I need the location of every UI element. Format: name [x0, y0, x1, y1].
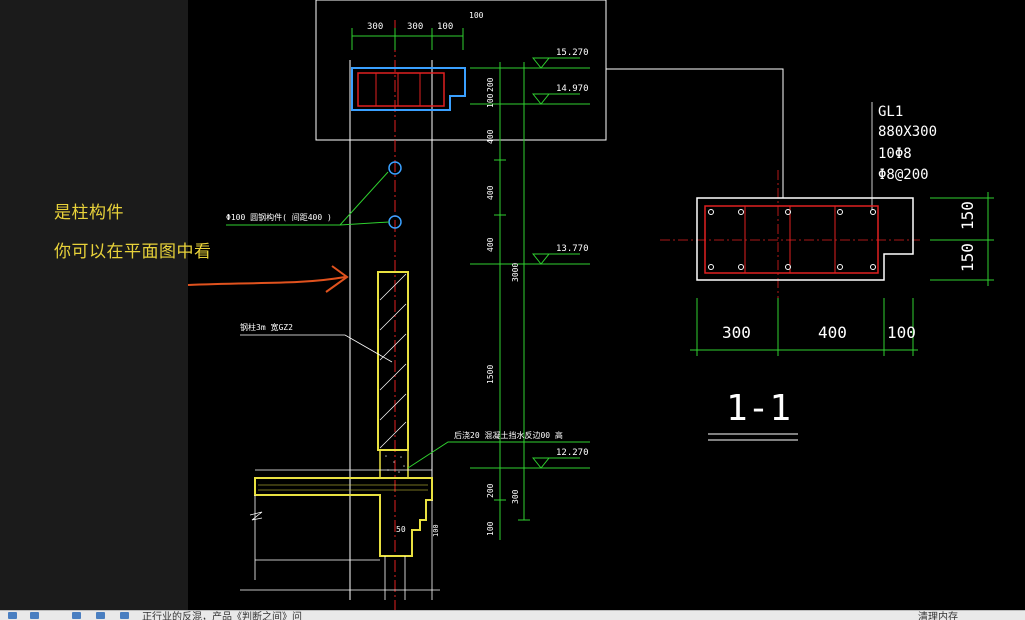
hole-circle-1	[388, 161, 402, 175]
dim-50: 50	[396, 525, 406, 534]
beam-main-rebar: 10Φ8	[878, 146, 912, 162]
taskbar: 正行业的反混，产品《判断之间》问 清理内存	[0, 610, 1025, 620]
top-dim-3: 100	[437, 22, 453, 32]
column-gz2	[377, 271, 409, 451]
start-icon[interactable]	[8, 612, 17, 619]
beam-stirrup: Φ8@200	[878, 167, 929, 183]
vdim-6: 3000	[511, 263, 520, 282]
vdim-2: 100	[486, 93, 495, 108]
beam-side-dim-2: 150	[958, 243, 977, 272]
app-icon-3[interactable]	[96, 612, 105, 619]
annotation-line-1: 是柱构件	[54, 203, 124, 223]
vdim-7: 1500	[486, 365, 495, 384]
annotation-line-2: 你可以在平面图中看	[54, 242, 212, 262]
taskbar-right[interactable]: 清理内存	[918, 612, 958, 620]
top-dim-1: 300	[367, 22, 383, 32]
concrete-fill	[379, 449, 409, 479]
vdim-8: 200	[486, 483, 495, 498]
top-mark: 100	[469, 11, 484, 20]
dim-100-small: 100	[432, 524, 440, 537]
top-beam-section	[351, 67, 466, 111]
app-icon-2[interactable]	[72, 612, 81, 619]
label-hole: Φ100 圆钢构件( 间距400 )	[226, 212, 332, 222]
top-dim-2: 300	[407, 22, 423, 32]
vdim-3: 400	[486, 129, 495, 144]
vdim-5: 400	[486, 237, 495, 252]
section-title: 1-1	[726, 388, 791, 429]
app-icon-4[interactable]	[120, 612, 129, 619]
elev-4: 12.270	[556, 448, 589, 458]
label-column: 钢柱3m 宽GZ2	[240, 322, 293, 332]
vdim-4: 400	[486, 185, 495, 200]
left-dark-panel	[0, 0, 188, 610]
app-icon[interactable]	[30, 612, 39, 619]
leader-to-section	[606, 68, 784, 198]
beam-side-dim-1: 150	[958, 201, 977, 230]
elev-2: 14.970	[556, 84, 589, 94]
beam-dim-3: 100	[887, 323, 916, 342]
label-fill: 后浇20 混凝土挡水反边00 高	[454, 430, 563, 440]
pointer-arrow	[187, 276, 346, 286]
beam-name: GL1	[878, 104, 903, 120]
vdim-9: 300	[511, 489, 520, 504]
vdim-10: 100	[486, 521, 495, 536]
upper-frame	[315, 0, 607, 141]
taskbar-status: 正行业的反混，产品《判断之间》问	[142, 612, 302, 620]
elev-3: 13.770	[556, 244, 589, 254]
beam-dim-2: 400	[818, 323, 847, 342]
gl1-section	[696, 197, 914, 281]
beam-size: 880X300	[878, 124, 937, 140]
elev-1: 15.270	[556, 48, 589, 58]
vdim-1: 200	[486, 77, 495, 92]
pointer-arrow-head	[325, 265, 349, 293]
beam-dim-1: 300	[722, 323, 751, 342]
